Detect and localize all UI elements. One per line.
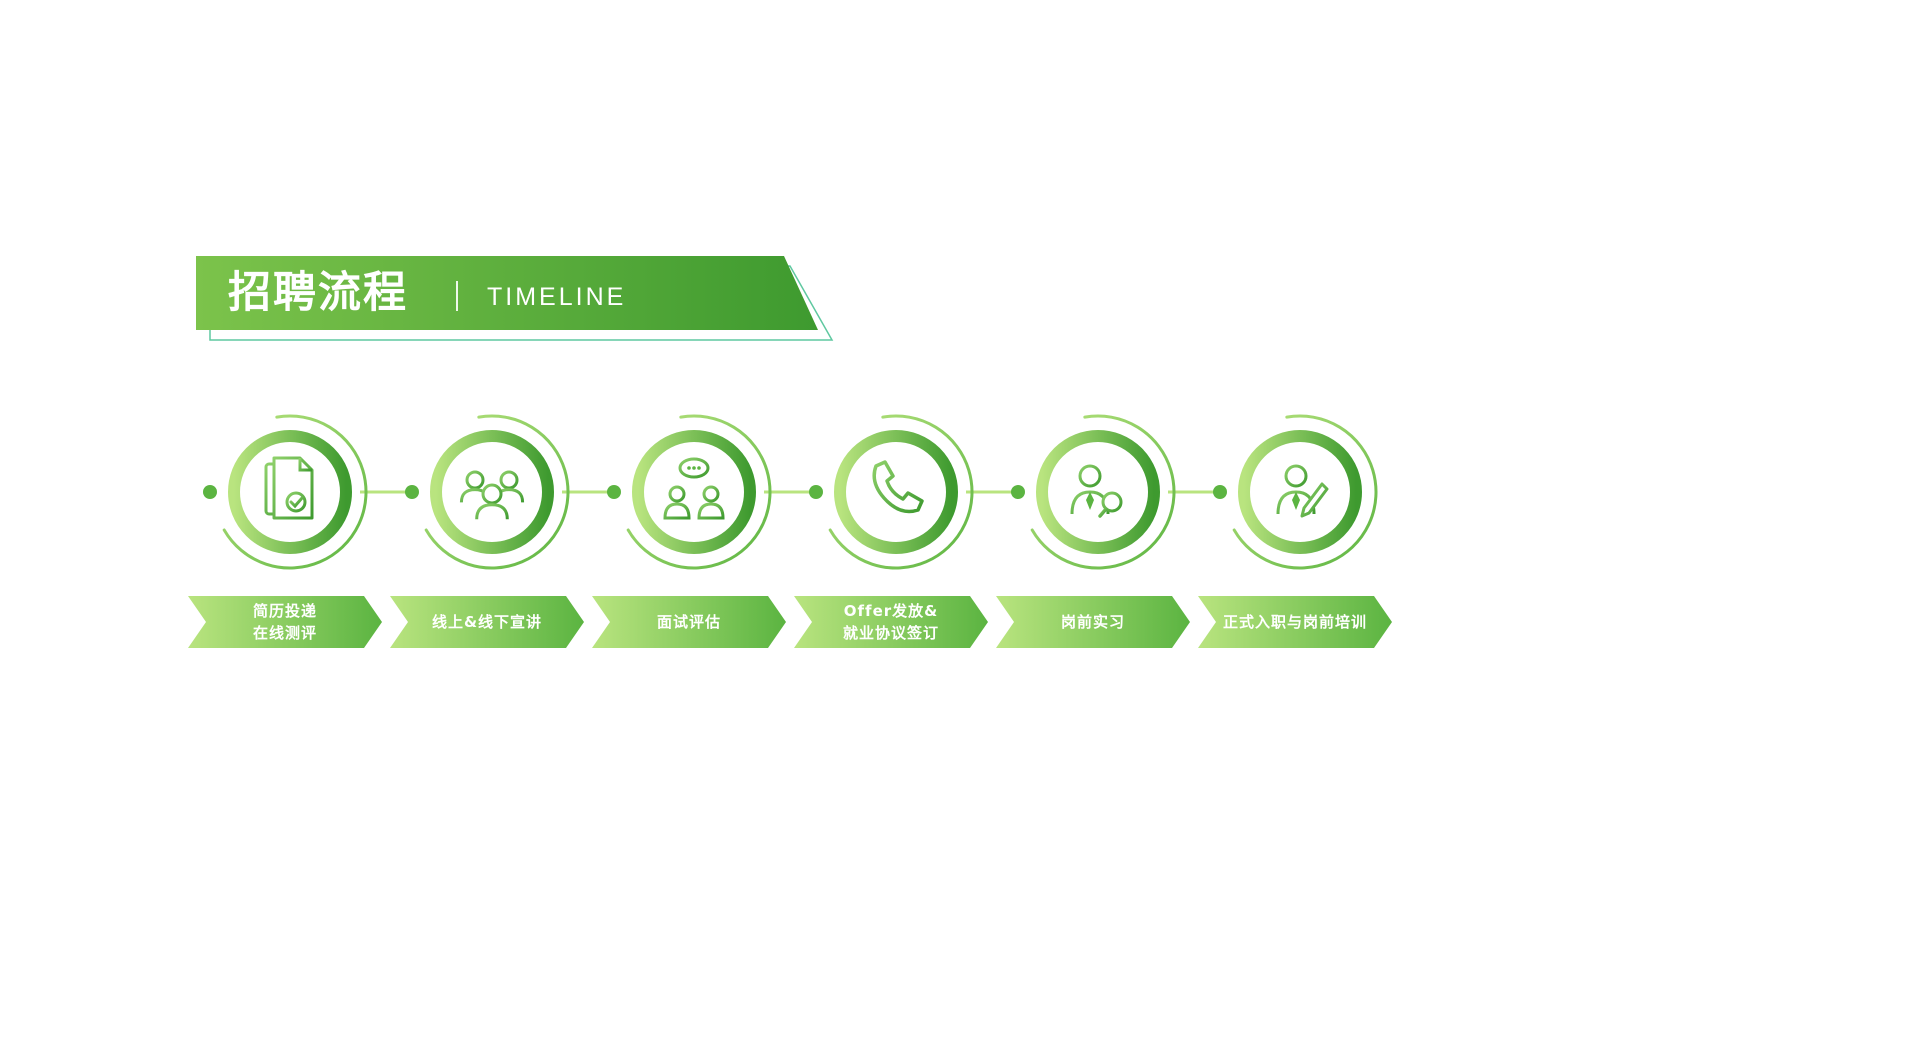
outer-arc bbox=[828, 414, 974, 570]
step-arrow bbox=[1198, 596, 1392, 648]
timeline-dot bbox=[607, 485, 621, 499]
timeline-dot bbox=[809, 485, 823, 499]
phone-icon bbox=[872, 460, 924, 514]
banner-shape bbox=[196, 256, 834, 341]
step-node bbox=[390, 414, 584, 648]
interview-chat-icon bbox=[663, 457, 725, 520]
step-arrow bbox=[592, 596, 786, 648]
step-node bbox=[794, 414, 988, 648]
outer-arc bbox=[1030, 414, 1176, 570]
step-ring bbox=[834, 430, 958, 554]
header-banner: 招聘流程 TIMELINE bbox=[196, 256, 836, 342]
group-people-icon bbox=[459, 470, 525, 520]
title-divider bbox=[456, 281, 458, 311]
step-arrow bbox=[996, 596, 1190, 648]
page-title: 招聘流程 bbox=[228, 268, 408, 318]
timeline-dot bbox=[1011, 485, 1025, 499]
outer-arc bbox=[424, 414, 570, 570]
resume-document-icon bbox=[264, 456, 314, 520]
step-ring bbox=[632, 430, 756, 554]
step-node bbox=[1198, 414, 1392, 648]
step-node bbox=[996, 414, 1190, 648]
step-node bbox=[592, 414, 786, 648]
page-subtitle: TIMELINE bbox=[487, 283, 627, 311]
timeline-dot bbox=[1213, 485, 1227, 499]
outer-arc bbox=[1232, 414, 1378, 570]
step-node bbox=[188, 414, 382, 648]
person-search-icon bbox=[1070, 464, 1123, 518]
outer-arc bbox=[222, 414, 368, 570]
timeline-dot bbox=[405, 485, 419, 499]
person-pen-icon bbox=[1276, 464, 1329, 518]
step-arrow bbox=[794, 596, 988, 648]
outer-arc bbox=[626, 414, 772, 570]
step-arrow bbox=[188, 596, 382, 648]
timeline-dot bbox=[203, 485, 217, 499]
step-arrow bbox=[390, 596, 584, 648]
